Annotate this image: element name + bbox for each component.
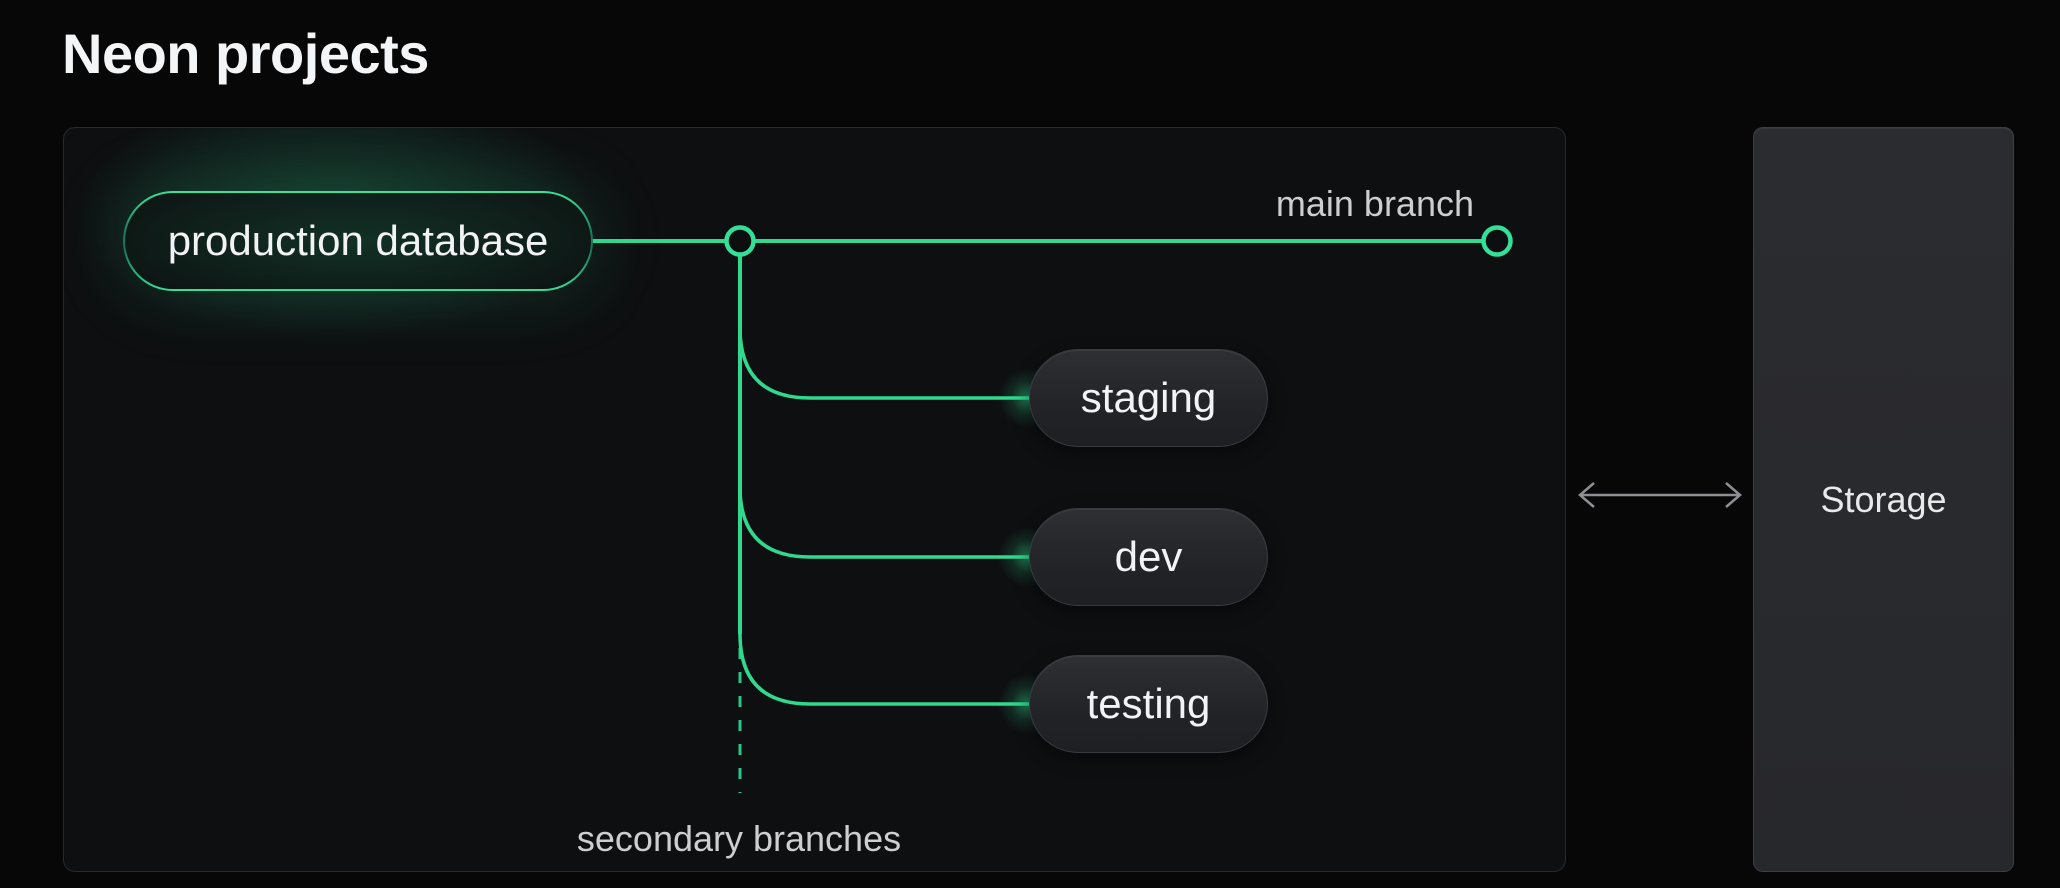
storage-panel: Storage xyxy=(1753,127,2014,872)
staging-label: staging xyxy=(1080,374,1217,421)
page-title: Neon projects xyxy=(62,22,429,85)
main-branch-label: main branch xyxy=(1275,183,1474,224)
dev-label: dev xyxy=(1114,533,1183,580)
branch-curve-testing xyxy=(738,633,1030,706)
node-production-database: production database xyxy=(123,191,593,291)
projects-panel: production database main branch staging … xyxy=(63,127,1566,872)
branch-curve-dev xyxy=(738,486,1030,559)
testing-label: testing xyxy=(1086,680,1211,727)
storage-connector xyxy=(1570,477,1750,513)
node-dev: dev xyxy=(1029,508,1268,606)
node-staging: staging xyxy=(1029,349,1268,447)
branch-curve-staging xyxy=(738,327,1030,400)
secondary-branches-label: secondary branches xyxy=(576,818,902,859)
double-arrow-icon xyxy=(1578,482,1742,508)
branch-point-node-icon xyxy=(724,225,756,257)
node-testing: testing xyxy=(1029,655,1268,753)
main-branch-endpoint-icon xyxy=(1481,225,1513,257)
production-database-label: production database xyxy=(167,217,549,264)
storage-label: Storage xyxy=(1820,478,1947,520)
